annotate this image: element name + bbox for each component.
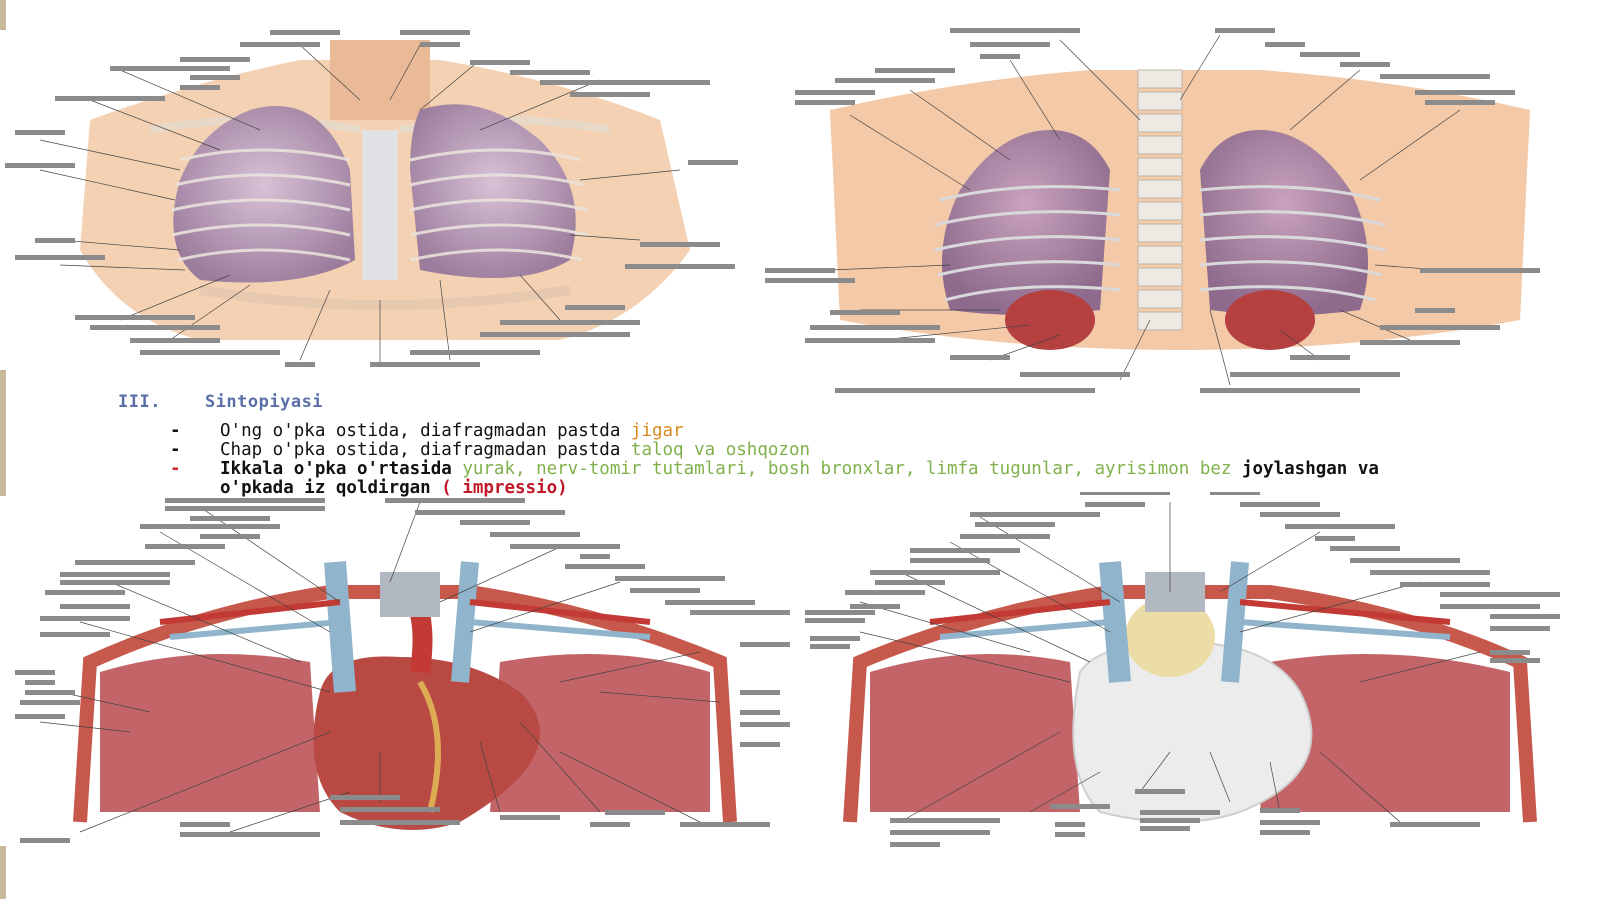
bullet-text: Ikkala o'pka o'rtasida bbox=[220, 459, 463, 479]
mediastinum-heart-view-illustration bbox=[0, 492, 800, 854]
bullet-highlight: taloq va oshqozon bbox=[630, 440, 811, 460]
slide-edge-mark bbox=[0, 0, 6, 30]
bullet-item: - Chap o'pka ostida, diafragmadan pastda… bbox=[170, 441, 1430, 460]
bullet-text-continued: joylashgan va o'pkada iz qoldirgan bbox=[220, 459, 1379, 498]
slide-edge-mark bbox=[0, 846, 6, 899]
section-title: Sintopiyasi bbox=[204, 392, 324, 412]
bullet-dash: - bbox=[170, 440, 181, 460]
slide-edge-mark bbox=[0, 370, 6, 496]
bullet-highlight-impressio: ( impressio) bbox=[441, 478, 568, 498]
bullet-highlight: yurak, nerv-tomir tutamlari, bosh bronxl… bbox=[462, 459, 1232, 479]
synopsis-text-block: III. Sintopiyasi - O'ng o'pka ostida, dia… bbox=[0, 388, 1600, 506]
bullet-text: Chap o'pka ostida, diafragmadan pastda bbox=[220, 440, 631, 460]
bullet-list: - O'ng o'pka ostida, diafragmadan pastda… bbox=[170, 422, 1430, 498]
bullet-item: - Ikkala o'pka o'rtasida yurak, nerv-tom… bbox=[170, 460, 1430, 498]
section-number: III. bbox=[118, 392, 161, 412]
lungs-posterior-view-illustration bbox=[760, 20, 1600, 400]
section-heading: III. Sintopiyasi bbox=[118, 392, 323, 412]
bullet-item: - O'ng o'pka ostida, diafragmadan pastda… bbox=[170, 422, 1430, 441]
bullet-highlight: jigar bbox=[630, 421, 684, 441]
bullet-dash: - bbox=[170, 459, 181, 479]
bullet-dash: - bbox=[170, 421, 181, 441]
bullet-text: O'ng o'pka ostida, diafragmadan pastda bbox=[220, 421, 631, 441]
mediastinum-pericardium-view-illustration bbox=[800, 492, 1600, 854]
lungs-anterior-view-illustration bbox=[0, 20, 760, 380]
